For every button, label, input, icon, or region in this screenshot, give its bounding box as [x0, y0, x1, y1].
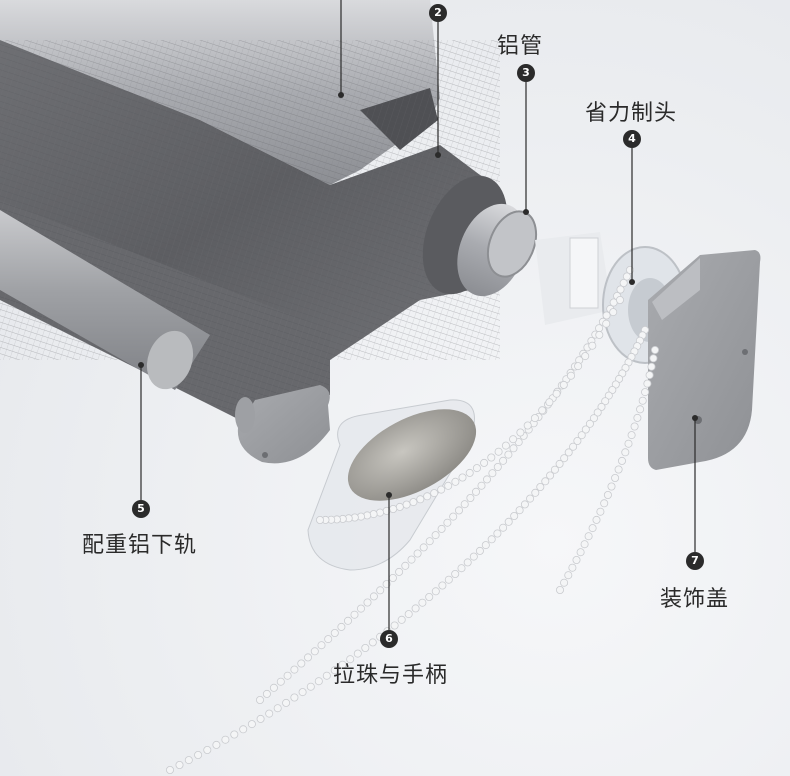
pull-handle [307, 399, 477, 571]
callout-badge-5: 5 [132, 500, 150, 518]
callout-label-bottom-rail: 配重铝下轨 [82, 533, 198, 558]
callout-label-aluminium-tube: 铝管 [497, 34, 544, 59]
bottom-end-cap [237, 385, 330, 464]
leader-lines [140, 0, 696, 630]
callout-badge-6: 6 [380, 630, 398, 648]
callout-badge-3: 3 [517, 64, 535, 82]
callout-badge-4: 4 [623, 130, 641, 148]
callout-label-bead-chain-handle: 拉珠与手柄 [333, 663, 449, 688]
callout-badge-2: 2 [429, 4, 447, 22]
callout-label-control-head: 省力制头 [585, 101, 678, 126]
callout-badge-7: 7 [686, 552, 704, 570]
callout-label-decorative-cover: 装饰盖 [660, 587, 730, 612]
